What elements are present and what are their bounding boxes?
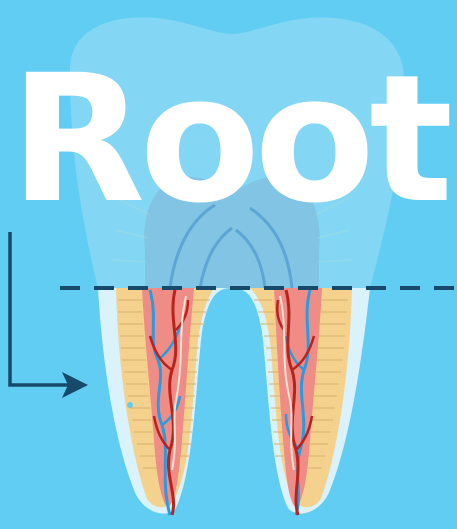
left-artery-branches — [148, 299, 190, 451]
right-canal-nerve — [279, 295, 295, 471]
left-canal-nerve — [171, 295, 187, 471]
left-canal-artery — [167, 289, 178, 516]
crown-vessels — [168, 203, 294, 289]
crown-dentin-rays — [111, 199, 353, 263]
detail-dot — [127, 402, 133, 408]
right-arrow-icon — [8, 232, 88, 398]
right-canal-artery — [284, 289, 300, 516]
right-dentin-tubules — [254, 299, 348, 469]
right-root-canal — [274, 288, 322, 508]
page-title: Root — [9, 37, 453, 242]
crown-pulp-chamber — [144, 176, 320, 288]
left-canal-vein — [148, 289, 172, 516]
right-artery-branches — [276, 299, 316, 451]
